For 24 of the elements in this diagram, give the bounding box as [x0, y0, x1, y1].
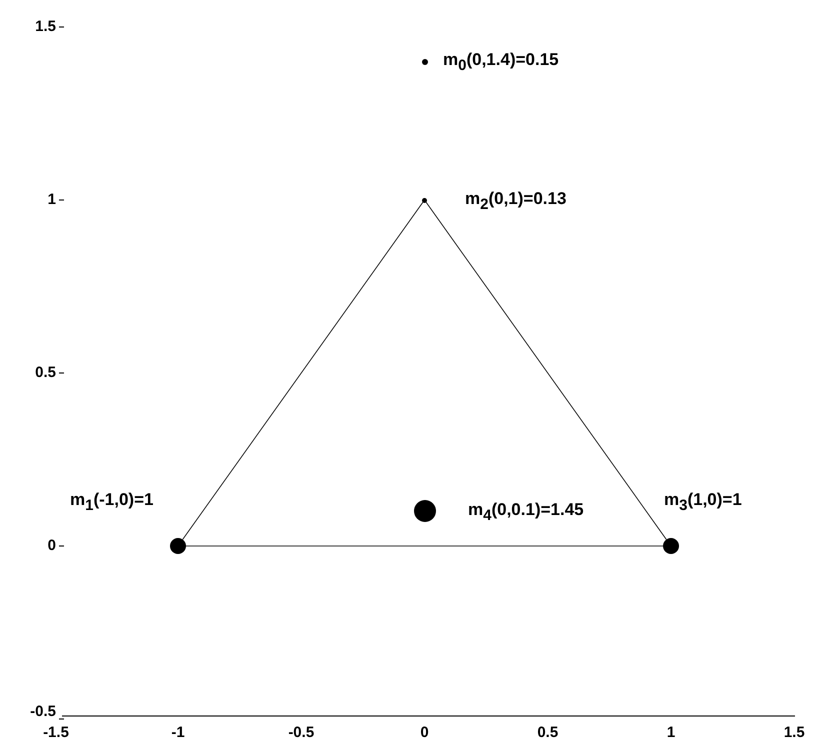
tick-label: -0.5 — [30, 704, 56, 720]
point-marker — [422, 198, 427, 202]
tick-label: 0.5 — [537, 725, 558, 741]
point-label: m$_{2}$(0,1)=0.13 — [465, 189, 566, 215]
tick-label: 0 — [420, 725, 429, 741]
tick-label: -1.5 — [43, 725, 69, 741]
tick-label: 0.5 — [35, 365, 56, 381]
tick-label: -0.5 — [288, 725, 314, 741]
tick-label: 1.5 — [35, 19, 56, 35]
point-label: m$_{3}$(1,0)=1 — [664, 490, 742, 516]
point-label: m$_{0}$(0,1.4)=0.15 — [443, 50, 559, 76]
connecting-line — [182, 202, 424, 540]
connecting-line — [426, 202, 667, 540]
tick-label: 1.5 — [784, 725, 805, 741]
point-marker — [422, 58, 428, 65]
point-marker — [414, 500, 436, 522]
tick-label: 1 — [666, 725, 676, 741]
point-marker — [170, 538, 186, 554]
point-label: m$_{4}$(0,0.1)=1.45 — [468, 500, 584, 526]
tick-label: 1 — [48, 192, 56, 208]
tick-label: 0 — [48, 538, 56, 554]
point-marker — [663, 538, 679, 554]
point-label: m$_{1}$(-1,0)=1 — [70, 490, 154, 516]
tick-label: -1 — [171, 725, 185, 741]
